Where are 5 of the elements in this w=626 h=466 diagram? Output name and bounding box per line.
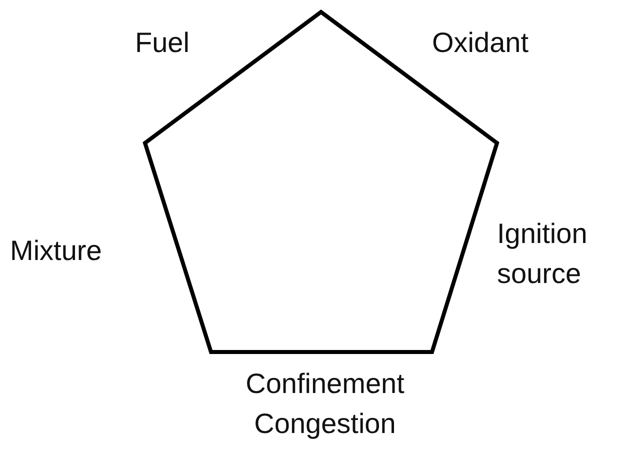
side-label: Confinement Congestion — [244, 367, 406, 441]
side-label: Ignition source — [497, 217, 588, 291]
side-label: Mixture — [10, 234, 102, 268]
side-label: Oxidant — [432, 26, 528, 60]
side-label: Fuel — [135, 26, 190, 60]
